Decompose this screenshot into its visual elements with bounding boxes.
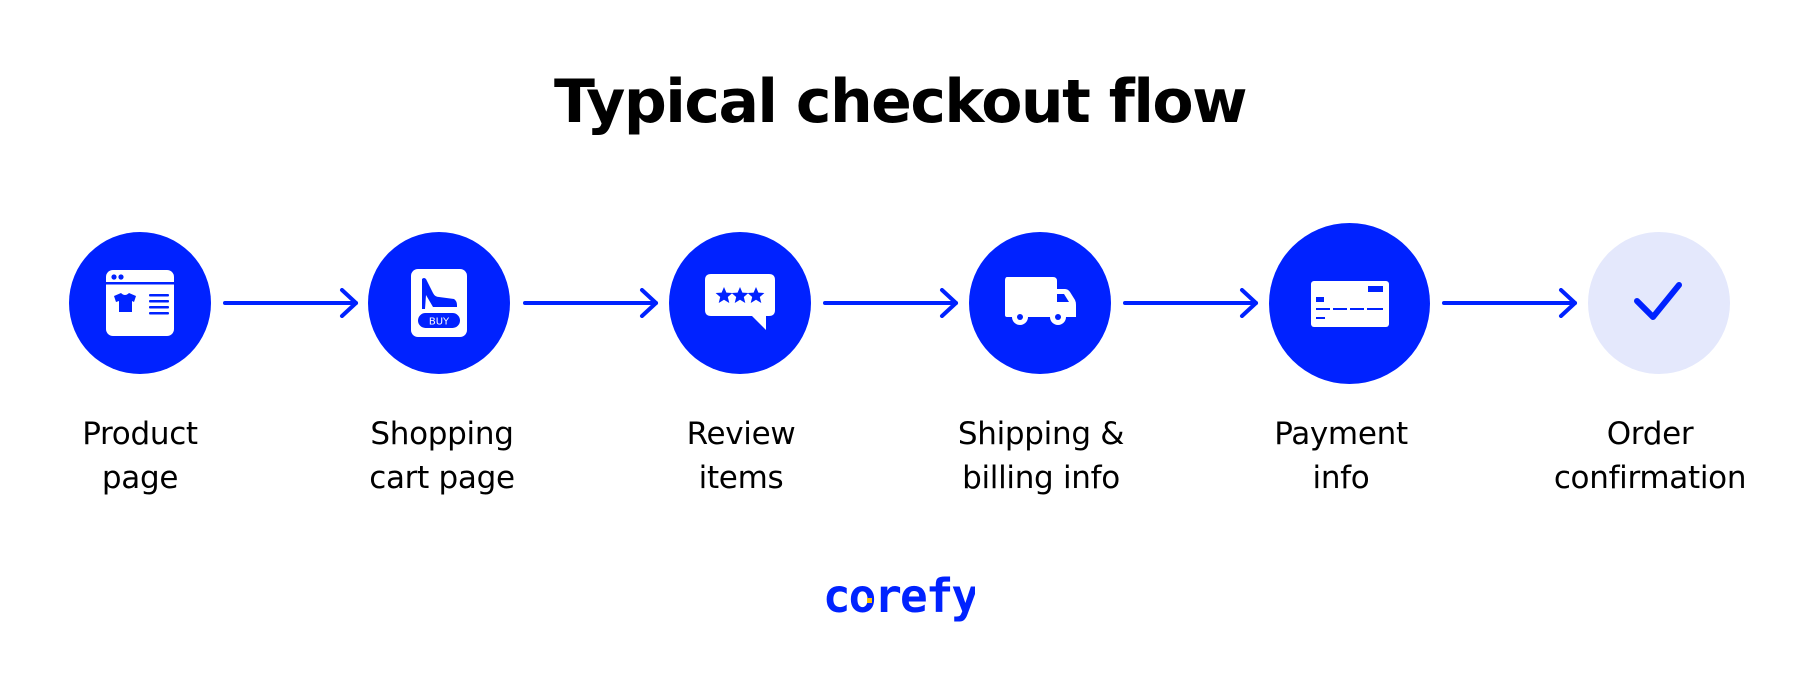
step-label-shopping-cart-page: Shopping cart page bbox=[312, 412, 572, 500]
step-payment-info bbox=[1269, 223, 1430, 384]
corefy-logo: corefy bbox=[0, 568, 1800, 628]
delivery-truck-icon bbox=[1005, 277, 1076, 325]
step-shipping-billing-info bbox=[969, 232, 1111, 374]
logo-wordmark: corefy bbox=[825, 569, 975, 623]
flow-arrow bbox=[223, 288, 358, 318]
step-label-payment-info: Payment info bbox=[1211, 412, 1471, 500]
review-stars-icon bbox=[705, 274, 775, 330]
label-line: info bbox=[1312, 460, 1370, 496]
label-line: Payment bbox=[1274, 416, 1408, 452]
logo-dot-icon bbox=[867, 598, 872, 603]
step-shopping-cart-page: BUY bbox=[368, 232, 510, 374]
label-line: confirmation bbox=[1553, 460, 1747, 496]
flow-arrow bbox=[1442, 288, 1577, 318]
label-line: Order bbox=[1606, 416, 1694, 452]
flow-arrow bbox=[523, 288, 658, 318]
label-line: cart page bbox=[369, 460, 515, 496]
step-label-shipping-billing-info: Shipping & billing info bbox=[911, 412, 1171, 500]
product-page-icon bbox=[106, 270, 174, 336]
logo-text: corefy bbox=[825, 569, 975, 623]
step-label-order-confirmation: Order confirmation bbox=[1500, 412, 1800, 500]
label-line: Product bbox=[82, 416, 198, 452]
flow-arrow bbox=[823, 288, 958, 318]
step-product-page bbox=[69, 232, 211, 374]
page-title: Typical checkout flow bbox=[553, 67, 1248, 137]
label-line: billing info bbox=[962, 460, 1120, 496]
label-line: Review bbox=[686, 416, 796, 452]
buy-badge-text: BUY bbox=[429, 317, 450, 328]
step-label-review-items: Review items bbox=[611, 412, 871, 500]
label-line: Shipping & bbox=[957, 416, 1125, 452]
flow-arrow bbox=[1123, 288, 1258, 318]
checkmark-icon bbox=[1634, 282, 1682, 320]
label-line: page bbox=[101, 460, 179, 496]
label-line: Shopping bbox=[370, 416, 514, 452]
step-label-product-page: Product page bbox=[10, 412, 270, 500]
credit-card-icon bbox=[1310, 280, 1389, 327]
label-line: items bbox=[698, 460, 784, 496]
shopping-cart-page-icon: BUY bbox=[411, 269, 467, 337]
step-review-items bbox=[669, 232, 811, 374]
step-order-confirmation bbox=[1588, 232, 1730, 374]
